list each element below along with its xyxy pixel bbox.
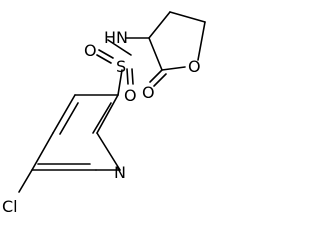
amine-nitrogen-label: HN — [104, 28, 128, 47]
bond-c2-c3 — [52, 94, 76, 134]
bond-c4-c5 — [96, 94, 119, 134]
bond-s-o2-a — [126, 68, 129, 85]
bond-lactone-c3-c4 — [148, 11, 171, 39]
pyridine-nitrogen-label: N — [114, 163, 126, 182]
bond-c4-c5-inner — [92, 102, 112, 134]
chemical-structure-diagram: Cl N S O O HN O O — [2, 11, 206, 216]
chlorine-atom-label: Cl — [2, 197, 18, 216]
bond-lactone-c5-o — [197, 21, 206, 61]
bond-carbonyl-b — [153, 73, 167, 87]
bond-s-o2-b — [131, 68, 134, 85]
lactone-oxygen-label: O — [188, 57, 201, 76]
bond-c2-c3-inner — [59, 102, 79, 135]
sulfur-atom-label: S — [116, 57, 126, 76]
bond-c1-c2 — [31, 132, 54, 171]
bond-s-o1-b — [96, 54, 112, 64]
bond-ring-s — [117, 69, 123, 96]
bond-s-o1-a — [98, 49, 114, 59]
carbonyl-oxygen-label: O — [142, 83, 155, 102]
bond-lactone-c2-c3 — [148, 37, 163, 71]
bonds — [18, 11, 206, 193]
bond-lactone-c4-c5 — [169, 11, 206, 23]
bond-c5-n — [96, 132, 121, 171]
atom-labels: Cl N S O O HN O O — [2, 28, 201, 216]
bond-s-n — [107, 39, 132, 56]
sulfonyl-oxygen-2-label: O — [124, 86, 137, 105]
bond-carbonyl-a — [149, 69, 163, 83]
bond-lactone-o-c2 — [161, 66, 186, 71]
sulfonyl-oxygen-1-label: O — [84, 41, 97, 60]
bond-c-cl — [18, 169, 33, 193]
